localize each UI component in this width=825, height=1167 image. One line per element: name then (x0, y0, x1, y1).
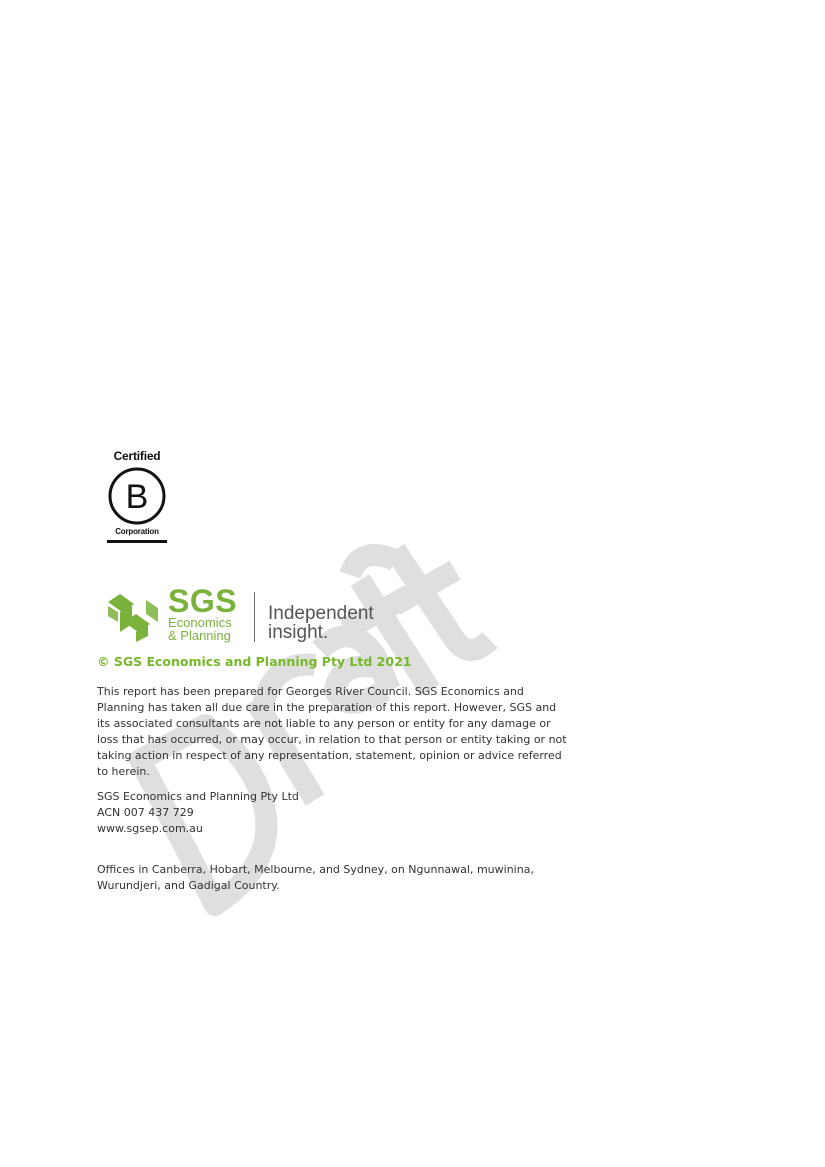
offices-line: Wurundjeri, and Gadigal Country. (97, 879, 280, 892)
company-name: SGS Economics and Planning Pty Ltd (97, 790, 299, 803)
sgs-tagline-line-2: insight. (268, 622, 329, 643)
company-website-link[interactable]: www.sgsep.com.au (97, 822, 203, 835)
company-acn: ACN 007 437 729 (97, 806, 194, 819)
disclaimer-line: This report has been prepared for George… (97, 685, 524, 698)
company-details: SGS Economics and Planning Pty Ltd ACN 0… (97, 789, 299, 837)
offices-paragraph: Offices in Canberra, Hobart, Melbourne, … (97, 862, 534, 894)
sgs-subline-planning: & Planning (168, 628, 231, 643)
b-corp-letter: B (126, 478, 149, 516)
b-corp-underline (107, 540, 167, 543)
b-corp-certified-text: Certified (113, 449, 161, 463)
sgs-emblem-icon (108, 594, 158, 642)
sgs-tagline-line-1: Independent (268, 603, 374, 624)
disclaimer-line: to herein. (97, 765, 150, 778)
disclaimer-line: loss that has occurred, or may occur, in… (97, 733, 567, 746)
sgs-tagline: Independent insight. (268, 604, 374, 642)
b-corp-circle-icon: B (108, 467, 166, 525)
b-corp-certified-logo: Certified B Corporation (106, 449, 168, 545)
sgs-wordmark: SGS (168, 583, 238, 619)
logo-divider (254, 592, 255, 642)
disclaimer-line: its associated consultants are not liabl… (97, 717, 551, 730)
disclaimer-line: Planning has taken all due care in the p… (97, 701, 557, 714)
copyright-heading: © SGS Economics and Planning Pty Ltd 202… (97, 654, 412, 669)
sgs-subline-economics: Economics (168, 615, 232, 630)
sgs-logo: SGS Economics & Planning Independent ins… (106, 584, 386, 646)
disclaimer-line: taking action in respect of any represen… (97, 749, 562, 762)
b-corp-corporation-text: Corporation (115, 527, 159, 536)
disclaimer-paragraph: This report has been prepared for George… (97, 684, 567, 780)
offices-line: Offices in Canberra, Hobart, Melbourne, … (97, 863, 534, 876)
sgs-subline: Economics & Planning (168, 616, 232, 642)
